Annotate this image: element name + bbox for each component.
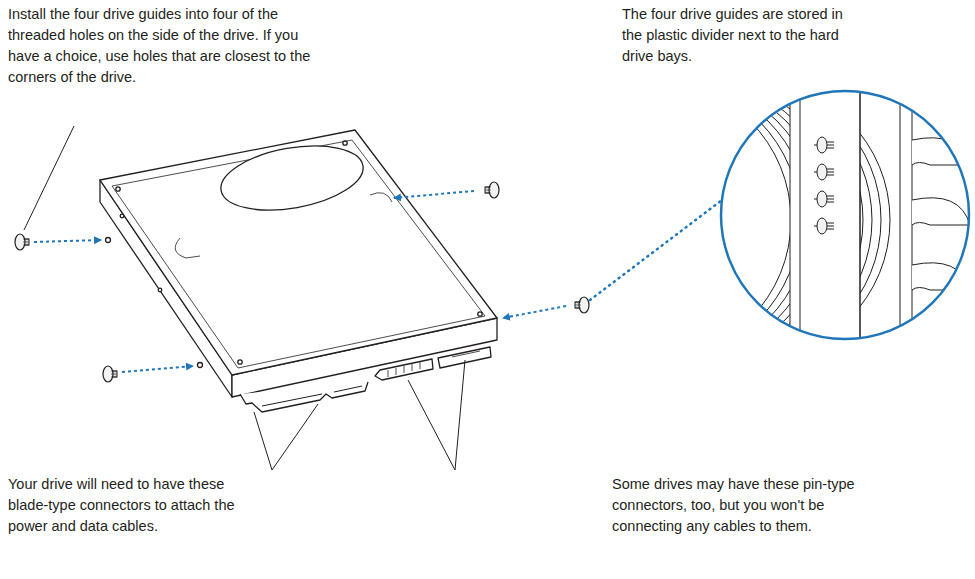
annotation-text: Install the four drive guides into four …	[8, 4, 326, 88]
annotation-text: Some drives may have these pin-type conn…	[612, 474, 870, 537]
insert-arrows	[34, 191, 722, 372]
inset-view	[651, 80, 970, 360]
annotation-text: The four drive guides are stored in the …	[622, 4, 862, 67]
annotation-text: Your drive will need to have these blade…	[8, 474, 258, 537]
drive-guides	[15, 182, 589, 382]
leader-lines	[24, 98, 822, 470]
hard-drive	[100, 130, 497, 412]
